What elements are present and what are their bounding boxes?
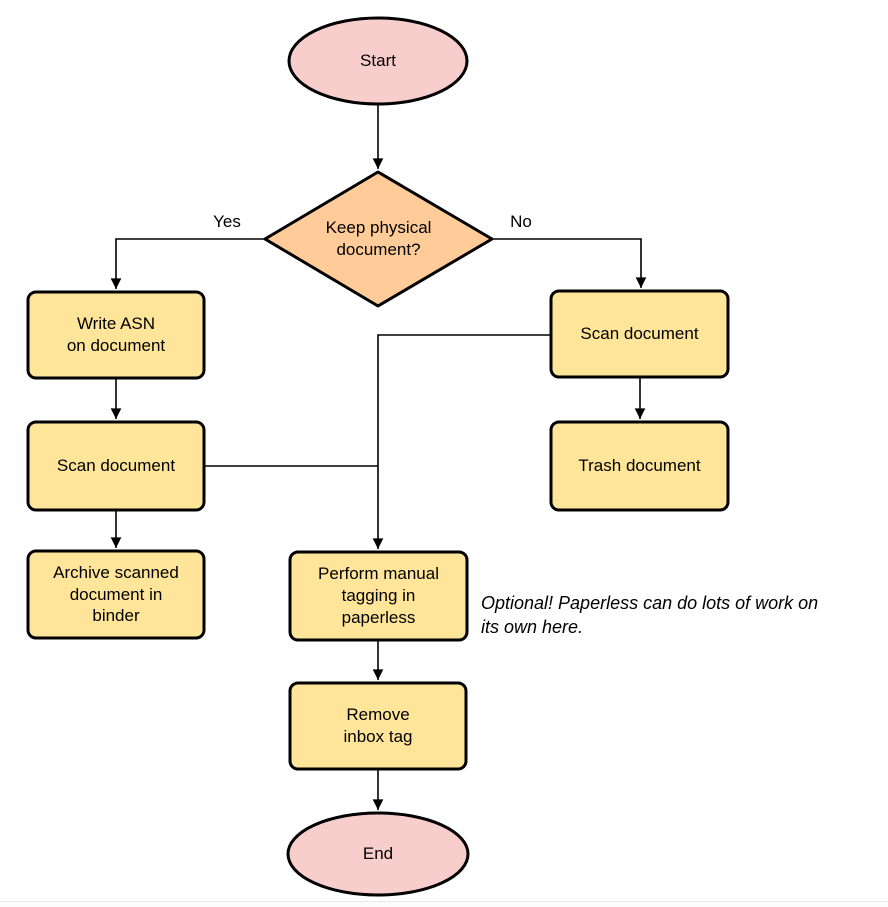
page-bottom-divider [0, 901, 888, 907]
trash-shape [549, 420, 730, 512]
edge-scanright-to-tagging [372, 334, 551, 549]
edges [110, 104, 647, 810]
edge-yes-branch [110, 238, 265, 289]
remove-inbox-shape [288, 681, 468, 771]
end-shape [286, 811, 470, 897]
scan-right-shape [549, 289, 730, 379]
start-shape [287, 16, 469, 106]
decision-shape [263, 170, 494, 308]
edge-no-branch [492, 238, 647, 288]
scan-left-shape [26, 420, 206, 512]
tagging-shape [288, 550, 469, 642]
archive-shape [26, 549, 206, 640]
write-asn-shape [26, 290, 206, 380]
